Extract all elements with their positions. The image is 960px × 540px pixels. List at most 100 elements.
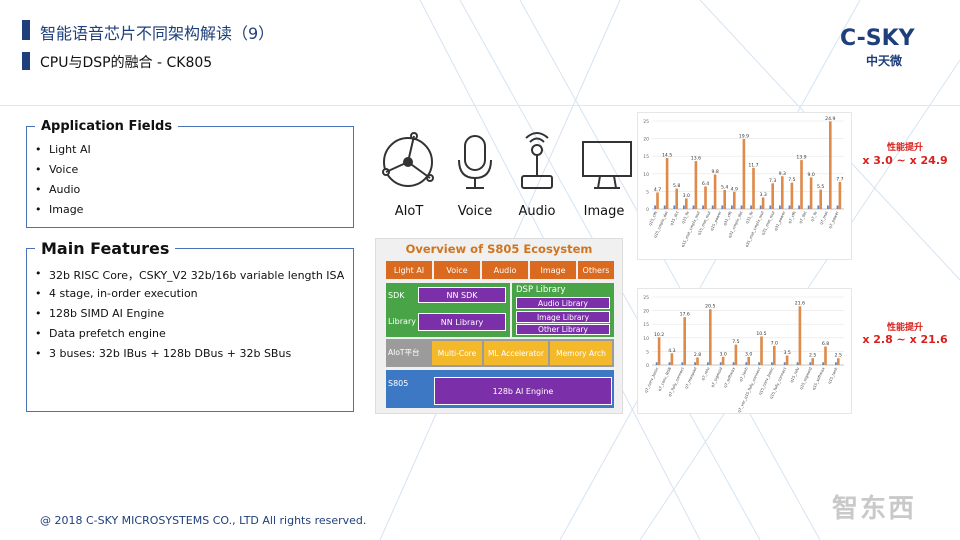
y-tick-label: 25 (643, 119, 649, 125)
application-item: Light AI (35, 143, 91, 156)
eco-ml-accelerator: ML Accelerator (484, 341, 548, 365)
speedup-bar (734, 344, 738, 365)
baseline-bar (750, 205, 752, 209)
baseline-bar (745, 362, 748, 365)
speedup-bar (665, 157, 669, 209)
baseline-bar (719, 362, 722, 365)
data-label: 3.0 (683, 193, 690, 199)
data-label: 7.5 (732, 339, 739, 345)
application-item: Voice (35, 163, 78, 176)
data-label: 24.9 (825, 116, 835, 122)
data-label: 17.6 (680, 312, 690, 318)
copyright-footer: @ 2018 C-SKY MICROSYSTEMS CO., LTD All r… (40, 514, 367, 527)
category-label: q7_mat (818, 210, 829, 225)
speedup-bar (696, 357, 699, 365)
eco-s805-label: S805 (388, 378, 409, 388)
eco-audio-library: Audio Library (516, 297, 610, 309)
feature-item: 32b RISC Core，CSKY_V2 32b/16b variable l… (35, 267, 344, 283)
data-label: 9.0 (807, 172, 814, 178)
speedup-bar (685, 198, 688, 209)
baseline-bar (732, 362, 735, 365)
baseline-bar (798, 205, 800, 209)
y-tick-label: 5 (646, 349, 649, 355)
data-label: 3.5 (783, 350, 790, 356)
y-tick-label: 0 (646, 207, 649, 213)
category-label: q7_power (827, 210, 840, 229)
y-tick-label: 5 (646, 189, 649, 195)
y-tick-label: 20 (643, 309, 649, 315)
baseline-bar (654, 205, 656, 209)
baseline-bar (707, 362, 709, 365)
speedup-bar (723, 189, 726, 209)
speedup-bar (721, 356, 725, 365)
eco-dsp-library: DSP Library (516, 285, 566, 295)
y-tick-label: 15 (643, 154, 649, 160)
microphone-icon (458, 135, 492, 189)
baseline-bar (692, 205, 695, 209)
c-sky-logo: C-SKY 中天微 (840, 26, 930, 74)
eco-other-library: Other Library (516, 324, 610, 335)
title-accent-bar (22, 20, 30, 40)
speedup-bar (742, 138, 746, 209)
speedup-bar (809, 177, 813, 209)
speedup-bar (683, 317, 686, 365)
feature-item: Data prefetch engine (35, 327, 166, 340)
data-label: 3.0 (719, 351, 726, 357)
baseline-bar (796, 362, 799, 365)
speedup-bar (811, 358, 814, 365)
data-label: 7.0 (771, 340, 778, 346)
speedup-bar (713, 174, 717, 209)
baseline-bar (683, 205, 685, 209)
ecosystem-diagram: Overview of S805 Ecosystem Light AI Voic… (375, 238, 623, 414)
category-label: q7_tanh (738, 366, 749, 383)
feature-item: 4 stage, in-order execution (35, 287, 198, 300)
eco-ai-engine: 128b AI Engine (434, 377, 612, 405)
category-label: q15_cfft (647, 210, 658, 226)
baseline-bar (668, 362, 671, 365)
baseline-bar (655, 362, 658, 365)
data-label: 5.5 (817, 184, 824, 190)
speedup-bar (819, 189, 822, 209)
eco-image-library: Image Library (516, 311, 610, 323)
eco-multi-core: Multi-Core (432, 341, 482, 365)
data-label: 19.9 (739, 133, 749, 139)
category-label: q7_fir (809, 210, 818, 222)
speedup-bar (837, 358, 840, 365)
speedup-bar (733, 191, 736, 209)
data-label: 21.6 (795, 301, 805, 307)
data-label: 4.3 (668, 348, 675, 354)
eco-aiot-label: AIoT平台 (388, 347, 420, 357)
eco-library-label: Library (388, 316, 416, 326)
y-tick-label: 15 (643, 322, 649, 328)
baseline-bar (817, 205, 820, 209)
application-item: Audio (35, 183, 80, 196)
speedup-bar (829, 121, 832, 209)
data-label: 3.0 (745, 351, 752, 357)
category-label: q15_softmax (811, 366, 826, 391)
speedup-bar (760, 336, 763, 365)
data-label: 20.5 (705, 304, 715, 310)
baseline-bar (740, 205, 743, 209)
gain2-label: 性能提升 (886, 323, 923, 333)
data-label: 7.7 (836, 176, 843, 182)
audio-label: Audio (518, 204, 556, 219)
logo-name: C-SKY (840, 26, 915, 51)
speedup-bar (781, 176, 784, 209)
speedup-bar (773, 345, 776, 365)
gain2-range: x 2.8 ~ x 21.6 (862, 333, 948, 346)
baseline-bar (809, 362, 812, 365)
data-label: 10.5 (756, 331, 766, 337)
speedup-bar (790, 182, 794, 209)
category-label: q31_cfft (722, 210, 733, 226)
speedup-bar (752, 167, 755, 209)
application-fields-panel: Application Fields Light AI Voice Audio … (26, 119, 354, 228)
category-label: q15_fir (680, 210, 690, 224)
y-tick-label: 25 (643, 295, 649, 301)
baseline-bar (758, 362, 760, 365)
feature-item: 3 buses: 32b IBus + 128b DBus + 32b SBus (35, 347, 291, 360)
eco-memory-arch: Memory Arch (550, 341, 612, 365)
speedup-bar (771, 183, 774, 209)
data-label: 13.9 (796, 155, 806, 161)
data-label: 6.8 (822, 341, 829, 347)
